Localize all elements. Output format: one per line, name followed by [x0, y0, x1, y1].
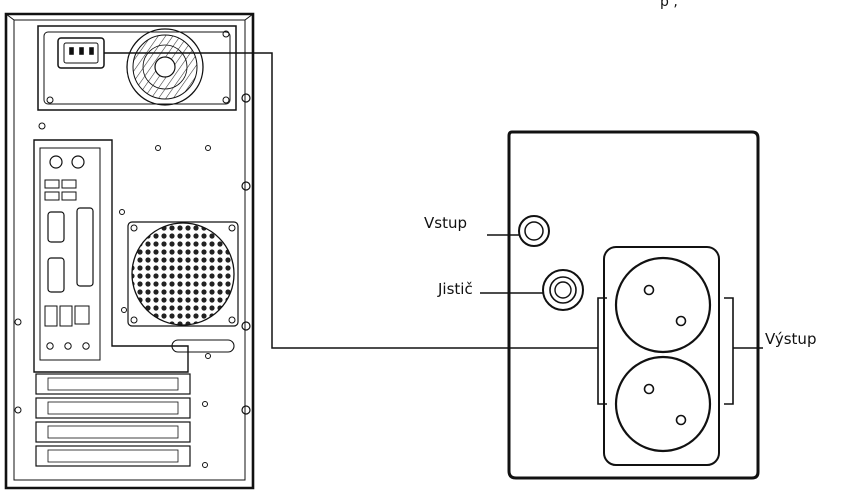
power-cable-line [104, 52, 598, 349]
top-partial-label: p , [660, 0, 678, 10]
ups-input-connector [518, 215, 550, 247]
connection-lines [104, 52, 763, 349]
power-socket-icon [614, 256, 712, 354]
output-label: Výstup [765, 330, 817, 348]
ups-rear-panel-icon [507, 130, 760, 480]
input-label: Vstup [424, 214, 467, 232]
computer-tower-rear-icon [4, 12, 255, 490]
breaker-button [542, 269, 584, 311]
breaker-label: Jistič [438, 280, 473, 298]
power-socket-icon [614, 355, 712, 453]
